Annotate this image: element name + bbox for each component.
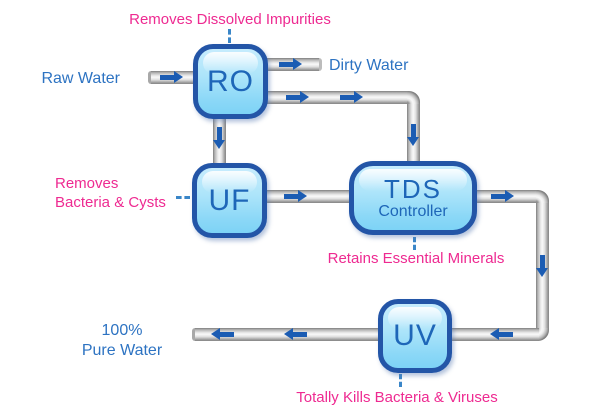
annotation-uf: Removes Bacteria & Cysts bbox=[55, 174, 185, 212]
dashed-connector-uv bbox=[399, 374, 402, 387]
flow-arrow-right bbox=[160, 71, 183, 83]
pipe-elbow-tds-down bbox=[536, 190, 549, 203]
dashed-connector-uf bbox=[176, 196, 190, 199]
flow-arrow-left bbox=[211, 328, 234, 340]
flow-arrow-down bbox=[536, 255, 548, 277]
node-uv-filter: UV bbox=[378, 299, 452, 373]
label-raw-water: Raw Water bbox=[41, 70, 120, 87]
node-ro-filter: RO bbox=[193, 44, 268, 119]
pipe-elbow-bottom bbox=[536, 328, 549, 341]
node-uf-filter: UF bbox=[192, 163, 267, 238]
flow-arrow-right bbox=[284, 190, 307, 202]
label-pure-water: 100% Pure Water bbox=[62, 321, 182, 361]
node-label: UV bbox=[393, 319, 437, 352]
flow-arrow-left bbox=[490, 328, 513, 340]
flow-arrow-left bbox=[284, 328, 307, 340]
annotation-tds: Retains Essential Minerals bbox=[327, 250, 505, 267]
flow-arrow-down bbox=[213, 127, 225, 149]
annotation-uf-line2: Bacteria & Cysts bbox=[55, 194, 166, 211]
node-tds-controller: TDS Controller bbox=[349, 161, 477, 235]
node-label: UF bbox=[208, 183, 251, 217]
annotation-uv: Totally Kills Bacteria & Viruses bbox=[296, 389, 498, 406]
node-label: TDS bbox=[384, 173, 442, 204]
label-dirty-water: Dirty Water bbox=[329, 57, 409, 74]
label-pure-water-line1: 100% bbox=[101, 322, 143, 339]
annotation-uf-line1: Removes bbox=[55, 175, 119, 192]
node-label: RO bbox=[207, 64, 254, 98]
node-sublabel: Controller bbox=[378, 202, 448, 220]
flow-arrow-right bbox=[279, 58, 302, 70]
dashed-connector-tds bbox=[413, 237, 416, 250]
flow-arrow-right bbox=[491, 190, 514, 202]
pipe-uf-to-tds bbox=[266, 190, 350, 203]
pipe-uv-to-pure-water bbox=[192, 328, 539, 341]
flow-arrow-down bbox=[407, 124, 419, 146]
dashed-connector-ro bbox=[228, 29, 231, 43]
pipe-elbow-ro-tds bbox=[407, 91, 420, 104]
flow-arrow-right bbox=[340, 91, 363, 103]
label-pure-water-line2: Pure Water bbox=[81, 342, 163, 359]
annotation-ro: Removes Dissolved Impurities bbox=[129, 11, 331, 28]
flow-arrow-right bbox=[286, 91, 309, 103]
